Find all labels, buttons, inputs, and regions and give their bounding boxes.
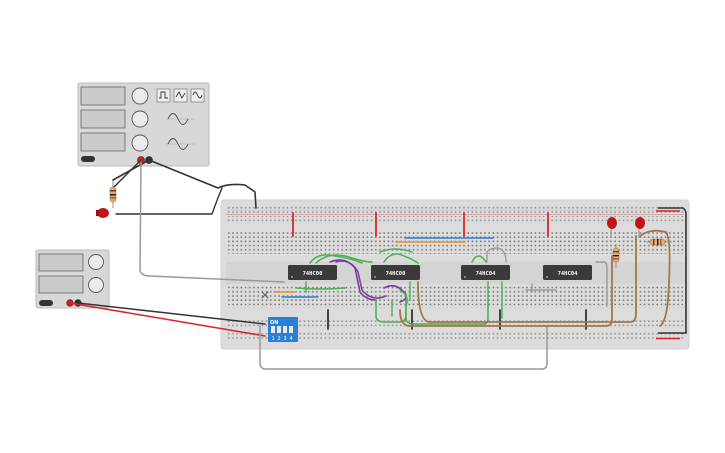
fg-knob-3[interactable] bbox=[131, 134, 149, 152]
dip-position-4: 4 bbox=[290, 336, 293, 342]
fg-display-2 bbox=[80, 109, 126, 129]
resistor-right-1[interactable] bbox=[612, 244, 620, 268]
dip-toggle-2[interactable] bbox=[277, 326, 281, 333]
chip-3[interactable]: 74HC04 bbox=[461, 265, 510, 280]
right-ground-link-wire[interactable] bbox=[658, 207, 687, 334]
square-wave-icon[interactable] bbox=[156, 88, 171, 103]
ps-current-knob[interactable] bbox=[88, 277, 104, 293]
led-left[interactable] bbox=[96, 208, 109, 218]
ps-display-1 bbox=[38, 253, 84, 272]
dip-position-2: 2 bbox=[278, 336, 281, 342]
dip-on-label: ON bbox=[270, 320, 278, 326]
offboard-wires[interactable] bbox=[69, 159, 548, 370]
dip-toggle-3[interactable] bbox=[283, 326, 287, 333]
fg-knob-2[interactable] bbox=[131, 110, 149, 128]
dip-switch[interactable]: ON 1 2 3 4 bbox=[268, 317, 298, 342]
resistor-right-2[interactable] bbox=[646, 238, 672, 246]
board-wires[interactable] bbox=[261, 229, 671, 327]
top-rail-lower bbox=[226, 216, 684, 224]
led-icon bbox=[607, 217, 617, 229]
dip-toggle-1[interactable] bbox=[271, 326, 275, 333]
fg-display-3 bbox=[80, 132, 126, 152]
ps-display-2 bbox=[38, 275, 84, 294]
dip-position-3: 3 bbox=[284, 336, 287, 342]
chip-label: 74HC00 bbox=[303, 271, 323, 277]
purple-wire-2[interactable] bbox=[335, 260, 387, 299]
ps-voltage-knob[interactable] bbox=[88, 254, 104, 270]
fg-power-button[interactable] bbox=[81, 156, 95, 162]
chip-label: 74HC04 bbox=[558, 271, 579, 277]
function-generator[interactable] bbox=[77, 82, 210, 167]
chip-4[interactable]: 74HC04 bbox=[543, 265, 592, 280]
bottom-rail-lower bbox=[226, 331, 684, 339]
rail-jumpers[interactable] bbox=[292, 212, 587, 330]
led-icon bbox=[97, 208, 109, 218]
ps-positive-wire[interactable] bbox=[69, 302, 266, 337]
bottom-gray-loop-wire[interactable] bbox=[259, 325, 548, 370]
chip-1[interactable]: 74HC00 bbox=[288, 265, 337, 280]
brown-wire-1[interactable] bbox=[399, 255, 613, 327]
dip-toggle-4[interactable] bbox=[289, 326, 293, 333]
fg-display-1 bbox=[80, 86, 126, 106]
chip-label: 74HC04 bbox=[476, 271, 497, 277]
led-right-2[interactable] bbox=[635, 217, 645, 238]
power-supply[interactable] bbox=[35, 249, 110, 309]
ps-power-button[interactable] bbox=[39, 300, 53, 306]
fg-signal-wire[interactable] bbox=[112, 159, 142, 189]
brown-wire-3[interactable] bbox=[639, 229, 671, 327]
led-ground-wire[interactable] bbox=[115, 187, 223, 215]
ps-negative-wire[interactable] bbox=[77, 302, 266, 325]
dip-position-1: 1 bbox=[272, 336, 275, 342]
fg-knob-1[interactable] bbox=[131, 87, 149, 105]
resistor-left[interactable] bbox=[109, 181, 117, 208]
fg-gray-wire[interactable] bbox=[139, 161, 285, 283]
terminal-strip-lower bbox=[228, 286, 683, 308]
led-icon bbox=[635, 217, 645, 229]
chip-2[interactable]: 74HC00 bbox=[371, 265, 420, 280]
purple-wire-1[interactable] bbox=[329, 259, 377, 301]
terminal-strip-upper bbox=[228, 232, 683, 254]
led-right-1[interactable] bbox=[607, 217, 617, 238]
chip-label: 74HC00 bbox=[386, 271, 406, 277]
brown-wire-2[interactable] bbox=[417, 235, 637, 323]
top-rail-upper bbox=[226, 205, 684, 213]
